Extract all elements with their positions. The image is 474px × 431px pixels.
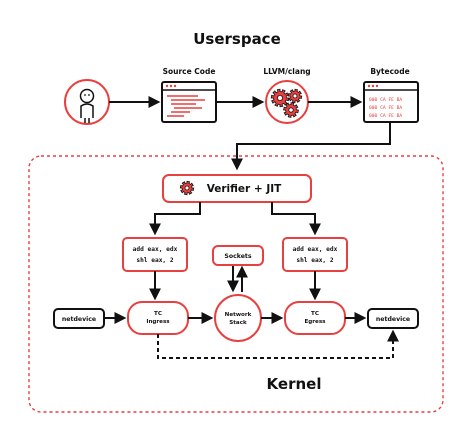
llvm-clang-label: LLVM/clang (263, 67, 310, 76)
netdevice-in-box: netdevice (53, 308, 105, 329)
jit-code-line: shl eax, 2 (136, 257, 174, 264)
dashed-bypass-path (157, 329, 399, 359)
tc-ingress-label: TC (154, 311, 162, 317)
gear-hole (288, 107, 294, 113)
userspace-heading: Userspace (193, 30, 281, 48)
tc-ingress-label: Ingress (146, 319, 170, 325)
jit-code-right: add eax, edx shl eax, 2 (282, 237, 348, 272)
gear-hole (276, 95, 283, 102)
verifier-jit-box: Verifier + JIT (162, 174, 312, 203)
gear-hole (292, 93, 298, 99)
jit-code-left: add eax, edx shl eax, 2 (122, 237, 188, 272)
jit-code-line: add eax, edx (293, 246, 338, 253)
kernel-region (28, 155, 444, 413)
arrow-bytecode-to-verifier (231, 122, 391, 171)
network-stack-label: Network (225, 312, 252, 318)
bytecode-line: 000 CA FE BA (369, 97, 402, 103)
verifier-jit-label: Verifier + JIT (207, 183, 282, 195)
gears-icon (265, 80, 309, 124)
netdevice-in-label: netdevice (62, 316, 96, 323)
source-code-window (161, 81, 217, 123)
kernel-heading: Kernel (267, 375, 322, 393)
arrow-verifier-to-left-jit (149, 202, 201, 236)
tc-egress-box: TC Egress (284, 301, 346, 335)
sockets-label: Sockets (224, 253, 251, 260)
netdevice-out-box: netdevice (367, 308, 419, 329)
jit-code-line: add eax, edx (133, 246, 178, 253)
network-stack-label: Stack (229, 320, 247, 326)
network-stack-node: Network Stack (214, 294, 262, 342)
gear-icon (179, 180, 195, 196)
bytecode-window: 000 CA FE BA 000 CA FE BA 000 CA FE BA (363, 81, 419, 123)
source-code-label: Source Code (163, 67, 216, 76)
tc-egress-label: Egress (304, 319, 326, 325)
user-avatar-icon (64, 79, 110, 125)
sockets-box: Sockets (212, 245, 264, 266)
gear-hole (184, 185, 190, 191)
tc-ingress-box: TC Ingress (127, 301, 189, 335)
jit-code-line: shl eax, 2 (296, 257, 334, 264)
arrow-verifier-to-right-jit (271, 202, 321, 236)
tc-egress-label: TC (311, 311, 319, 317)
bytecode-line: 000 CA FE BA (369, 105, 402, 111)
bytecode-line: 000 CA FE BA (369, 113, 402, 119)
netdevice-out-label: netdevice (376, 316, 410, 323)
bytecode-label: Bytecode (370, 67, 409, 76)
